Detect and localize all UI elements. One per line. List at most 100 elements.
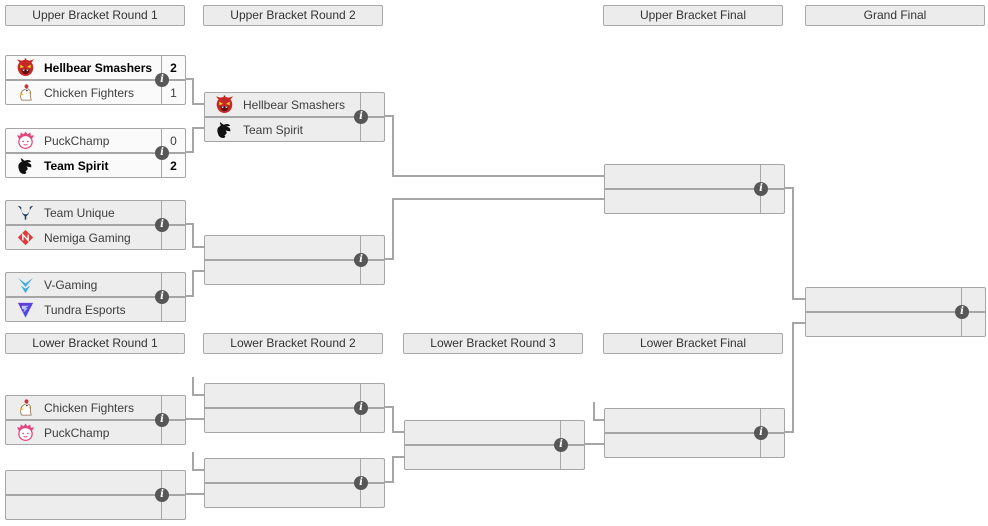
team-score (360, 261, 384, 284)
puckchamp-logo[interactable] (16, 131, 35, 150)
match-row: Chicken Fighters (6, 396, 185, 421)
match-row (605, 165, 784, 190)
chicken-fighters-logo[interactable] (16, 83, 35, 102)
team-spirit-logo[interactable] (215, 120, 234, 139)
match-grand-final: i (805, 287, 986, 337)
team-score (161, 298, 185, 321)
match-info-icon[interactable]: i (155, 218, 169, 232)
connector-line (392, 115, 394, 177)
team-score (161, 471, 185, 494)
team-name[interactable]: Tundra Esports (44, 302, 126, 317)
match-info-icon[interactable]: i (354, 476, 368, 490)
connector-line (792, 322, 794, 433)
round-header-upper-bracket-final: Upper Bracket Final (603, 5, 783, 26)
match-info-icon[interactable]: i (155, 146, 169, 160)
team-score (360, 118, 384, 141)
connector-line (784, 187, 792, 189)
team-name[interactable]: Hellbear Smashers (243, 97, 346, 112)
team-name[interactable]: Team Unique (44, 205, 115, 220)
match-info-icon[interactable]: i (754, 182, 768, 196)
match-info-icon[interactable]: i (155, 488, 169, 502)
team-unique-logo[interactable] (16, 203, 35, 222)
team-name[interactable]: Team Spirit (44, 158, 109, 173)
tundra-esports-logo[interactable] (16, 300, 35, 319)
round-header-upper-bracket-round-1: Upper Bracket Round 1 (5, 5, 185, 26)
team-name[interactable]: Chicken Fighters (44, 85, 135, 100)
team-score (360, 409, 384, 432)
team-name[interactable]: PuckChamp (44, 133, 110, 148)
match-row (6, 471, 185, 496)
match-info-icon[interactable]: i (155, 290, 169, 304)
match-lb-r2-m2: i (204, 458, 385, 508)
match-info-icon[interactable]: i (554, 438, 568, 452)
connector-line (185, 78, 193, 80)
team-score (360, 484, 384, 507)
round-header-grand-final: Grand Final (805, 5, 985, 26)
match-row: Tundra Esports (6, 298, 185, 321)
match-lb-r1-m1: Chicken Fighters PuckChamp i (5, 395, 186, 445)
team-name[interactable]: V-Gaming (44, 277, 98, 292)
team-score (760, 434, 784, 457)
team-name[interactable]: Chicken Fighters (44, 400, 135, 415)
team-score (961, 313, 985, 336)
round-header-lower-bracket-round-1: Lower Bracket Round 1 (5, 333, 185, 354)
connector-line (192, 246, 204, 248)
connector-line (384, 481, 392, 483)
team-name[interactable]: Nemiga Gaming (44, 230, 131, 245)
connector-line (392, 431, 404, 433)
hellbear-smashers-logo[interactable] (16, 58, 35, 77)
connector-line (392, 198, 604, 200)
match-row (6, 496, 185, 519)
match-row (405, 446, 584, 469)
team-name[interactable]: PuckChamp (44, 425, 110, 440)
connector-line (185, 295, 193, 297)
match-row: PuckChamp (6, 421, 185, 444)
match-ub-r2-m2: i (204, 235, 385, 285)
connector-line (384, 258, 392, 260)
match-row: PuckChamp 0 (6, 129, 185, 154)
connector-line (784, 431, 792, 433)
team-score (760, 409, 784, 432)
chicken-fighters-logo[interactable] (16, 398, 35, 417)
round-header-lower-bracket-final: Lower Bracket Final (603, 333, 783, 354)
v-gaming-logo[interactable] (16, 275, 35, 294)
match-row: Team Unique (6, 201, 185, 226)
match-info-icon[interactable]: i (155, 73, 169, 87)
connector-line (584, 443, 604, 445)
match-ub-final: i (604, 164, 785, 214)
match-ub-r2-m1: Hellbear Smashers Team Spirit i (204, 92, 385, 142)
match-lb-r1-m2: i (5, 470, 186, 520)
match-info-icon[interactable]: i (354, 253, 368, 267)
team-spirit-logo[interactable] (16, 156, 35, 175)
match-info-icon[interactable]: i (955, 305, 969, 319)
connector-line (392, 175, 604, 177)
match-row (205, 459, 384, 484)
team-score (360, 236, 384, 259)
connector-line (192, 78, 194, 105)
nemiga-gaming-logo[interactable] (16, 228, 35, 247)
match-lb-final: i (604, 408, 785, 458)
connector-line (192, 270, 194, 297)
connector-line (192, 469, 204, 471)
match-row: Nemiga Gaming (6, 226, 185, 249)
team-score (560, 421, 584, 444)
hellbear-smashers-logo[interactable] (215, 95, 234, 114)
round-header-lower-bracket-round-3: Lower Bracket Round 3 (403, 333, 583, 354)
team-name[interactable]: Team Spirit (243, 122, 304, 137)
team-name[interactable]: Hellbear Smashers (44, 60, 153, 75)
match-info-icon[interactable]: i (354, 401, 368, 415)
match-row (806, 288, 985, 313)
connector-line (392, 198, 394, 260)
connector-line (192, 270, 204, 272)
match-info-icon[interactable]: i (155, 413, 169, 427)
match-row (605, 434, 784, 457)
match-row: Chicken Fighters 1 (6, 81, 185, 104)
connector-line (185, 151, 193, 153)
match-info-icon[interactable]: i (354, 110, 368, 124)
match-info-icon[interactable]: i (754, 426, 768, 440)
connector-line (185, 493, 204, 495)
puckchamp-logo[interactable] (16, 423, 35, 442)
connector-line (384, 115, 392, 117)
connector-line (192, 452, 194, 471)
